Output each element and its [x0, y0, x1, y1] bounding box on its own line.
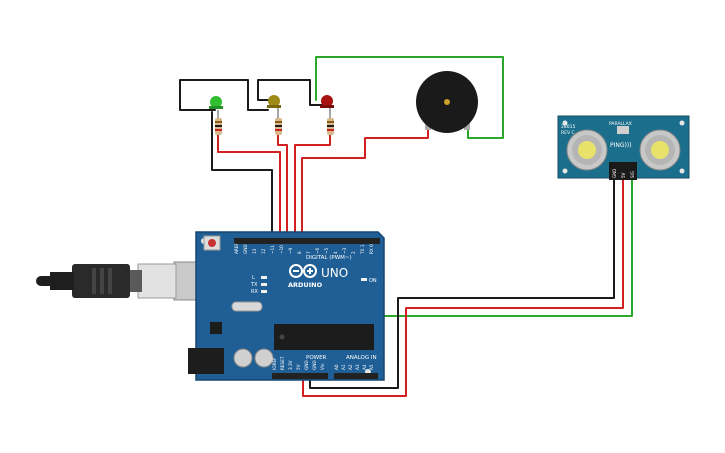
- pin-label: 13: [252, 248, 257, 254]
- microcontroller-chip: [274, 324, 374, 350]
- led-red[interactable]: [320, 95, 334, 108]
- pin-label: A5: [369, 364, 374, 370]
- sensor-transducer-left: [566, 129, 608, 171]
- led-yellow[interactable]: [267, 95, 281, 108]
- sensor-code: 28015: [561, 124, 575, 130]
- analog-label: ANALOG IN: [346, 355, 377, 361]
- pin-label: RX 0: [369, 244, 374, 254]
- pin-label: ~6: [315, 247, 320, 254]
- reset-button-icon[interactable]: [203, 235, 221, 251]
- dc-power-jack[interactable]: [188, 348, 224, 374]
- led-green[interactable]: [209, 96, 223, 109]
- pin-label: 8: [297, 251, 302, 254]
- digital-pin-labels: AREF GND 13 12 ~11 ~10 ~9 8 7 ~6 ~5 4 ~3 2 TX 1 RX 0: [234, 243, 374, 255]
- sensor-label: PING))): [610, 142, 632, 149]
- pin-label: ~3: [342, 247, 347, 254]
- digital-header[interactable]: [234, 238, 380, 244]
- power-header[interactable]: [272, 373, 328, 379]
- wire-green-buzzer[interactable]: [315, 56, 504, 139]
- wire-black-led-loop-1[interactable]: [179, 79, 269, 111]
- board-l-label: L: [252, 275, 255, 281]
- arduino-model: UNO: [321, 266, 348, 280]
- pin-label: A3: [355, 364, 360, 370]
- wire-red-buzzer[interactable]: [301, 127, 429, 239]
- pin-label: ~9: [288, 247, 293, 254]
- arduino-infinity-logo-icon: [289, 264, 317, 278]
- pin-label: RESET: [280, 356, 285, 370]
- pin-label: ~11: [270, 245, 275, 254]
- pin-label: 12: [261, 248, 266, 254]
- pin-label: 3.3V: [288, 360, 293, 370]
- digital-label: DIGITAL (PWM~): [306, 255, 352, 261]
- ultrasonic-sensor[interactable]: 28015 REV C PARALLAX PING))) GND 5V SIG: [557, 115, 690, 180]
- sensor-brand: PARALLAX: [609, 121, 632, 127]
- analog-header[interactable]: [334, 373, 378, 379]
- wire-red-sensor[interactable]: [302, 179, 624, 397]
- pin-label: ~5: [324, 247, 329, 254]
- pin-label: 7: [306, 251, 311, 254]
- wire-black-gnd[interactable]: [211, 111, 273, 239]
- pin-label: A1: [341, 364, 346, 370]
- pin-label: 4: [333, 251, 338, 254]
- pin-label: GND: [312, 360, 317, 370]
- power-label: POWER: [306, 355, 327, 361]
- resistor-yellow-led[interactable]: [275, 108, 282, 135]
- sensor-rev: REV C: [561, 130, 575, 136]
- arduino-board: L TX RX ON DIGITAL (PWM~) POWER ANALOG I…: [188, 231, 385, 381]
- wire-black-led-loop-2[interactable]: [257, 79, 324, 106]
- usb-cable-icon[interactable]: [36, 261, 201, 301]
- pin-label: A2: [348, 364, 353, 370]
- board-rx-label: RX: [251, 289, 258, 295]
- pin-label: IOREF: [272, 357, 277, 370]
- resistor-green-led[interactable]: [215, 110, 222, 135]
- pin-label: TX 1: [360, 244, 365, 255]
- capacitor-2: [254, 348, 274, 368]
- usb-chip: [210, 322, 222, 334]
- pin-label: A4: [362, 364, 367, 370]
- resistor-red-led[interactable]: [327, 108, 334, 135]
- pin-label: GND: [243, 244, 248, 254]
- capacitor-1: [233, 348, 253, 368]
- wire-black-sensor[interactable]: [309, 179, 615, 389]
- sensor-transducer-right: [639, 129, 681, 171]
- pin-label: AREF: [234, 243, 239, 254]
- sensor-pin-labels: GND 5V SIG: [612, 169, 635, 178]
- pin-label: A0: [334, 364, 339, 370]
- pin-label: 5V: [296, 364, 301, 370]
- wire-red-pin13[interactable]: [217, 134, 281, 239]
- pin-label: GND: [612, 169, 617, 178]
- pin-label: Vin: [320, 363, 325, 370]
- wire-red-pin11[interactable]: [294, 134, 331, 239]
- wire-red-pin12[interactable]: [277, 134, 288, 239]
- pin-label: ~10: [279, 245, 284, 254]
- board-tx-label: TX: [250, 282, 258, 288]
- arduino-brand: ARDUINO: [288, 281, 323, 289]
- pin-label: 5V: [621, 172, 626, 178]
- board-on-label: ON: [369, 278, 377, 284]
- crystal: [231, 301, 263, 312]
- pin-label: 2: [351, 251, 356, 254]
- pin-label: SIG: [630, 171, 635, 178]
- pin-label: GND: [304, 360, 309, 370]
- piezo-buzzer[interactable]: [416, 71, 478, 133]
